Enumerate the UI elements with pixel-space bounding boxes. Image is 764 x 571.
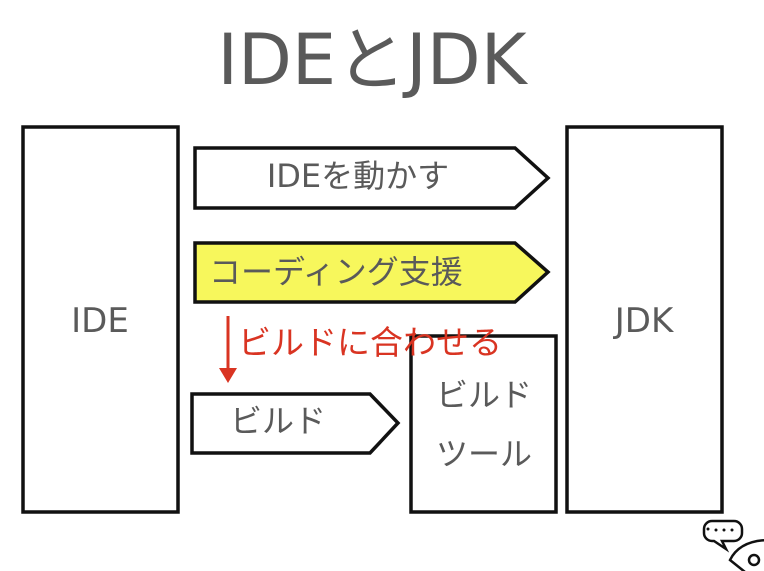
build-tool-label-line2: ツール [436, 435, 532, 473]
build-label: ビルド [230, 402, 326, 440]
ide-label: IDE [71, 301, 129, 341]
jdk-box [565, 125, 724, 514]
build-tool-label-line1: ビルド [436, 376, 532, 414]
slide-title: IDEとJDK [217, 19, 528, 101]
character-icon [728, 539, 764, 571]
speech-bubble-icon [702, 519, 744, 553]
coding-support-label: コーディング支援 [209, 253, 463, 291]
jdk-label: JDK [613, 301, 675, 341]
run-ide-arrow [193, 146, 551, 210]
annotation-label: ビルドに合わせる [238, 323, 502, 362]
run-ide-label: IDEを動かす [267, 157, 449, 195]
ide-box [21, 125, 180, 514]
build-tool-box [409, 334, 558, 514]
coding-support-arrow [193, 241, 551, 304]
build-arrow [190, 392, 401, 455]
red-down-arrow-icon [219, 316, 237, 383]
